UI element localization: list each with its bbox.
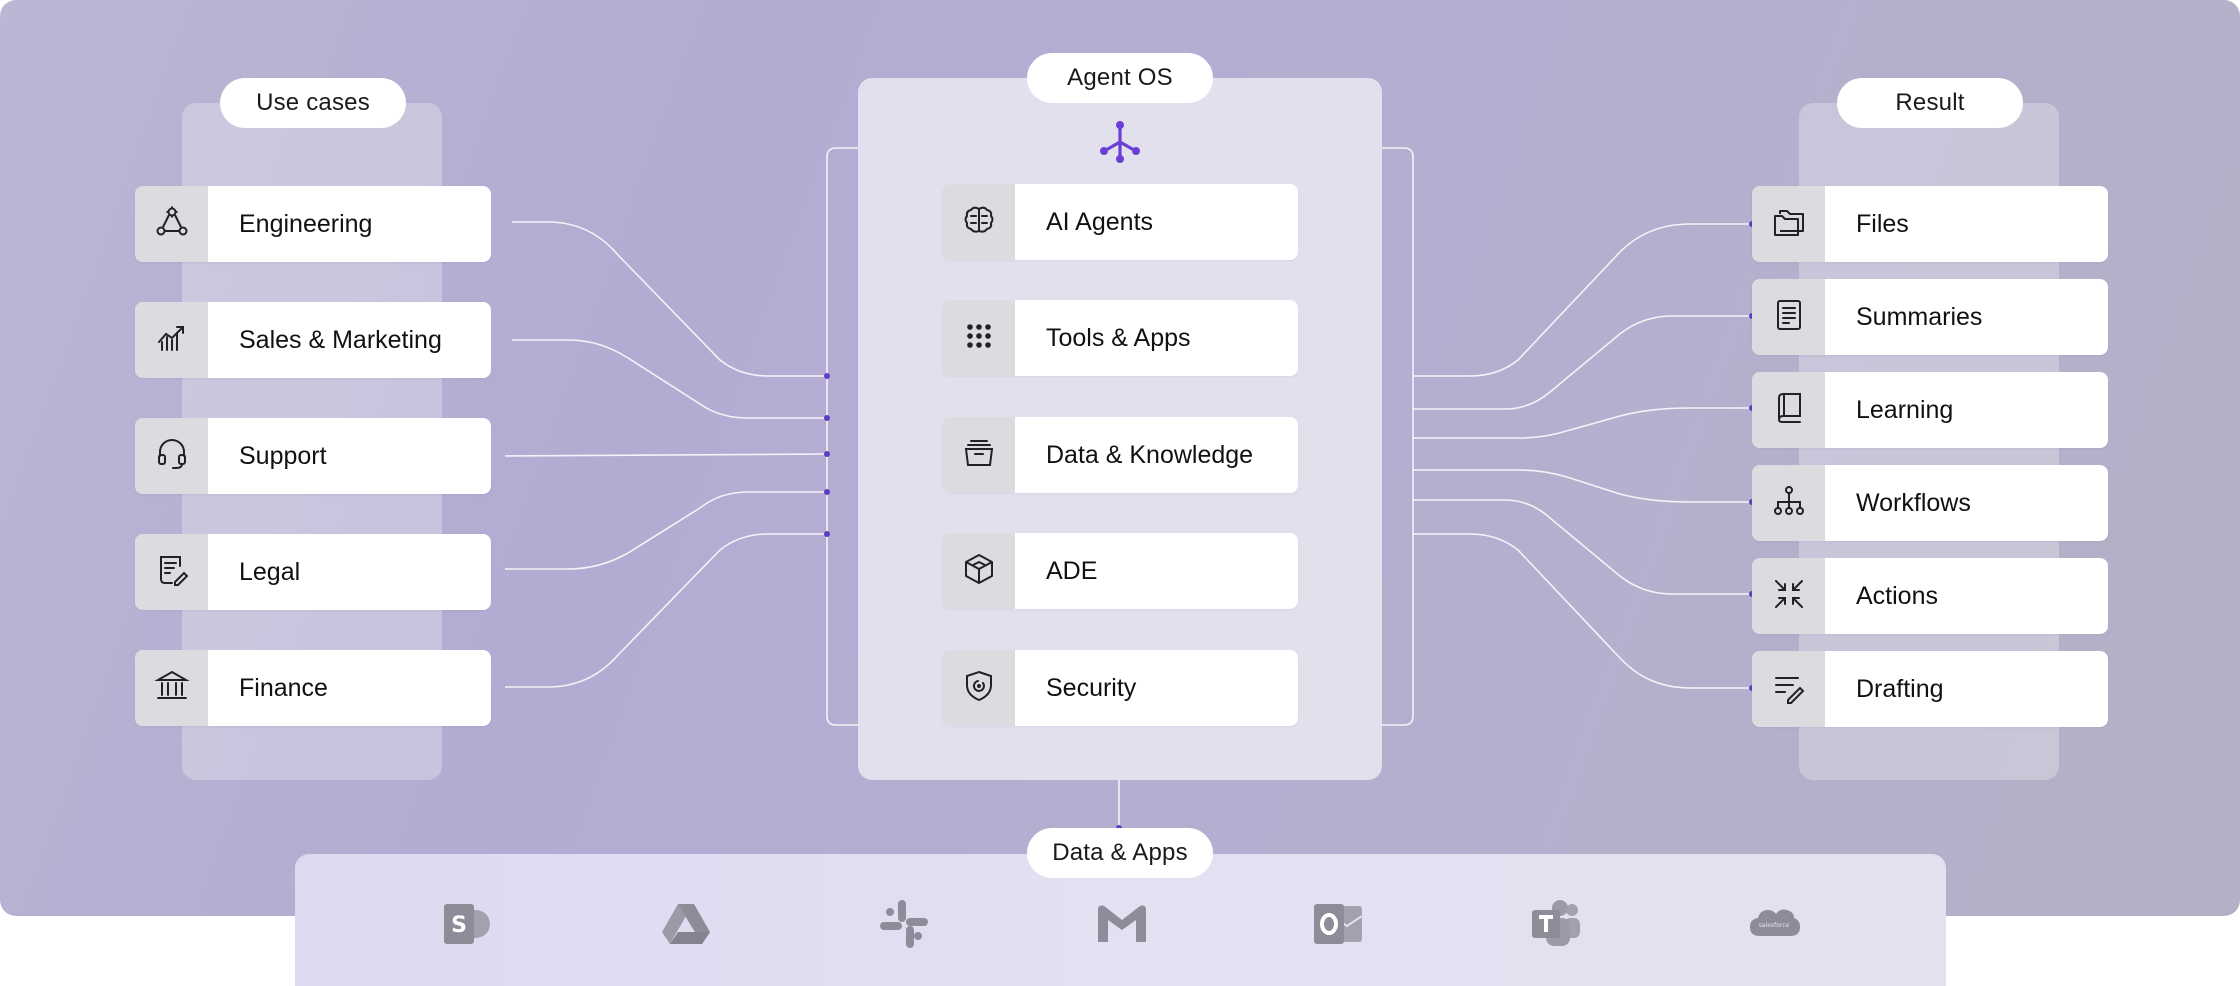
summary-document-icon	[1771, 297, 1807, 338]
agent-os-title: Agent OS	[1027, 53, 1213, 103]
teams-logo	[1528, 896, 1584, 952]
use-case-label: Legal	[239, 557, 301, 586]
data-apps-title: Data & Apps	[1027, 828, 1213, 878]
headset-icon	[154, 436, 190, 477]
grid-dots-icon	[961, 318, 997, 359]
result-label: Workflows	[1856, 488, 1971, 517]
agent-os-logo-icon	[1097, 119, 1143, 165]
result-label: Files	[1856, 209, 1909, 238]
svg-text:S: S	[451, 913, 467, 938]
agent-os-card-ai-agents[interactable]: AI Agents	[942, 184, 1298, 260]
outlook-logo	[1310, 896, 1366, 952]
lines-pencil-icon	[1771, 669, 1807, 710]
archive-box-icon	[961, 435, 997, 476]
result-label: Actions	[1856, 581, 1938, 610]
folder-icon	[1771, 204, 1807, 245]
use-case-card-sales-marketing[interactable]: Sales & Marketing	[135, 302, 491, 378]
gmail-logo	[1094, 896, 1150, 952]
result-label: Drafting	[1856, 674, 1944, 703]
agent-os-label: AI Agents	[1046, 207, 1154, 236]
sharepoint-logo: S	[440, 896, 496, 952]
result-card-summaries[interactable]: Summaries	[1752, 279, 2108, 355]
result-card-learning[interactable]: Learning	[1752, 372, 2108, 448]
slack-logo	[876, 896, 932, 952]
use-case-card-engineering[interactable]: Engineering	[135, 186, 491, 262]
google-drive-logo	[658, 896, 714, 952]
cube-icon	[961, 551, 997, 592]
svg-text:salesforce: salesforce	[1759, 922, 1790, 929]
result-label: Summaries	[1856, 302, 1983, 331]
agent-os-label: Security	[1046, 673, 1137, 702]
sales-chart-icon	[154, 320, 190, 361]
agent-os-card-data-knowledge[interactable]: Data & Knowledge	[942, 417, 1298, 493]
result-card-workflows[interactable]: Workflows	[1752, 465, 2108, 541]
arrows-in-icon	[1771, 576, 1807, 617]
agent-os-label: ADE	[1046, 556, 1098, 585]
agent-os-card-security[interactable]: Security	[942, 650, 1298, 726]
use-case-label: Finance	[239, 673, 328, 702]
use-case-label: Engineering	[239, 209, 373, 238]
salesforce-logo: salesforce	[1746, 896, 1802, 952]
agent-os-label: Data & Knowledge	[1046, 440, 1254, 469]
engineering-icon	[154, 204, 190, 245]
brain-icon	[961, 202, 997, 243]
agent-os-card-ade[interactable]: ADE	[942, 533, 1298, 609]
result-card-drafting[interactable]: Drafting	[1752, 651, 2108, 727]
use-case-label: Support	[239, 441, 327, 470]
legal-document-icon	[154, 552, 190, 593]
workflow-tree-icon	[1771, 483, 1807, 524]
book-icon	[1771, 390, 1807, 431]
use-case-card-finance[interactable]: Finance	[135, 650, 491, 726]
use-cases-title: Use cases	[220, 78, 406, 128]
agent-os-card-tools-apps[interactable]: Tools & Apps	[942, 300, 1298, 376]
shield-icon	[961, 668, 997, 709]
use-case-label: Sales & Marketing	[239, 325, 442, 354]
use-case-card-support[interactable]: Support	[135, 418, 491, 494]
result-card-actions[interactable]: Actions	[1752, 558, 2108, 634]
bank-icon	[153, 668, 190, 709]
result-label: Learning	[1856, 395, 1954, 424]
use-case-card-legal[interactable]: Legal	[135, 534, 491, 610]
result-title: Result	[1837, 78, 2023, 128]
result-card-files[interactable]: Files	[1752, 186, 2108, 262]
agent-os-label: Tools & Apps	[1046, 323, 1191, 352]
